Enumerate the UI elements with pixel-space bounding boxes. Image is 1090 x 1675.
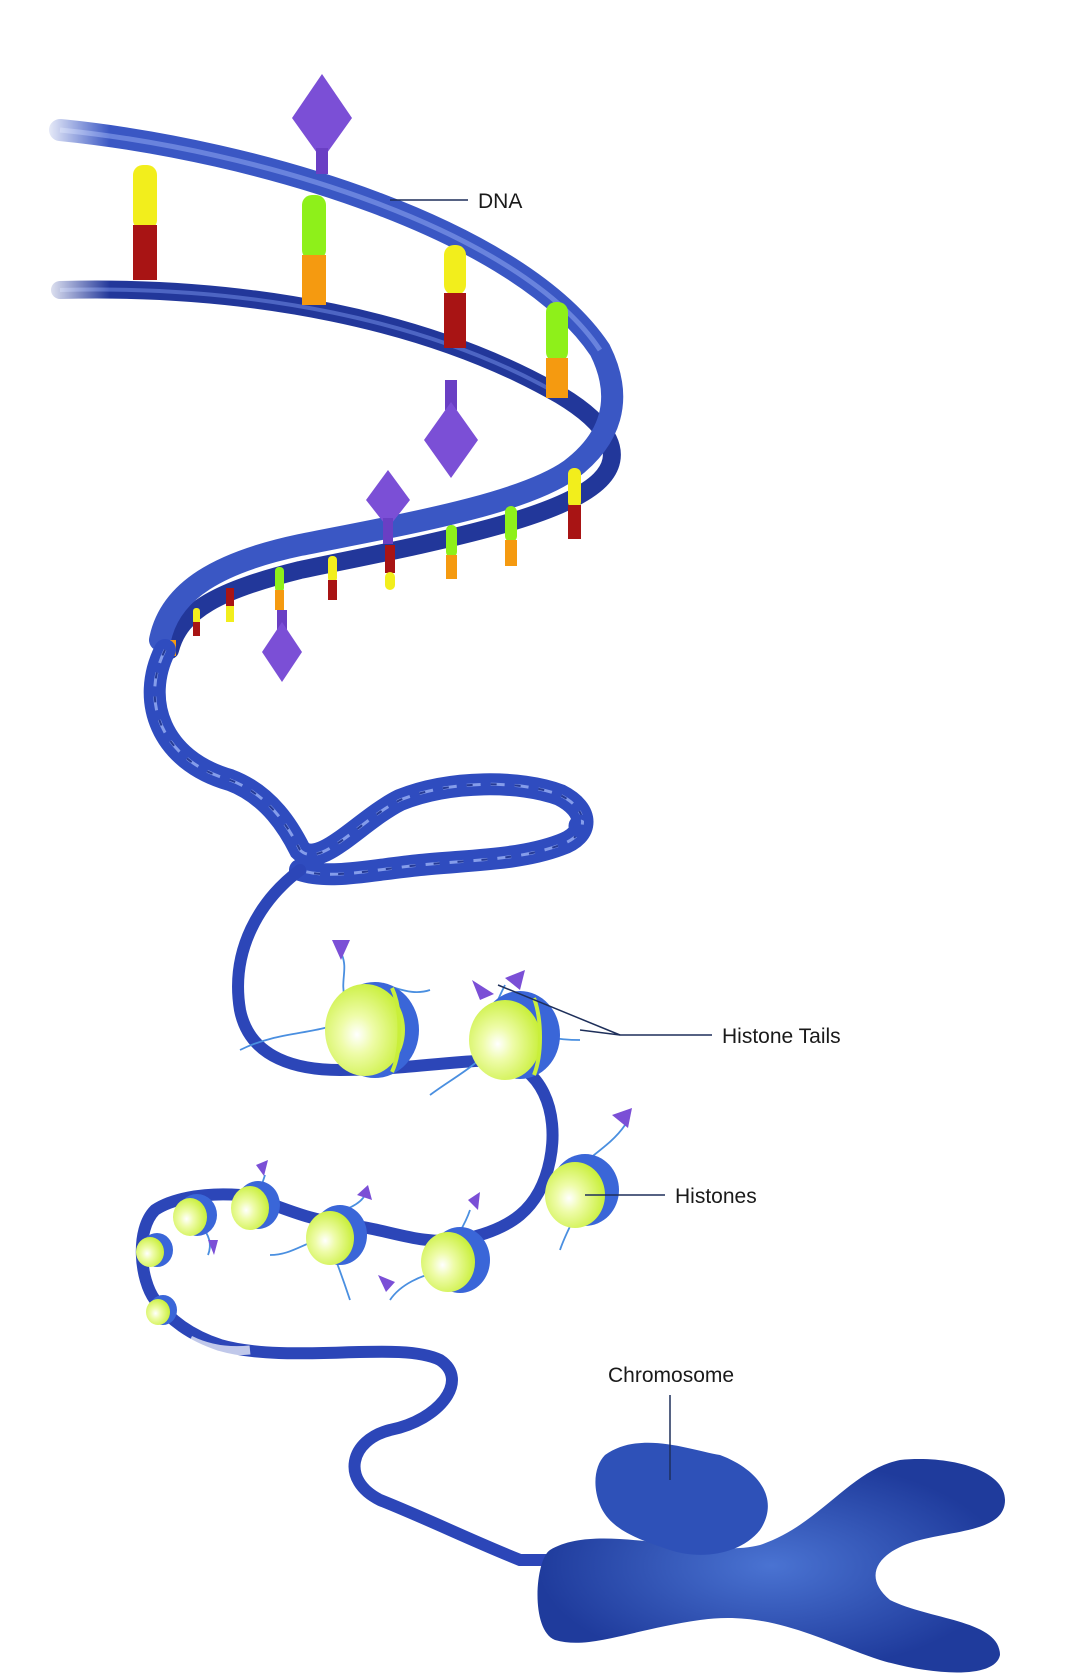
base-pair (275, 567, 284, 610)
label-dna: DNA (478, 190, 522, 213)
callout-histones: Histones (585, 1185, 757, 1208)
tail-tag-icon (208, 1240, 218, 1255)
tail-tags (208, 940, 632, 1292)
base-pair (328, 556, 337, 600)
methyl-tag-icon (262, 610, 302, 682)
dna-helix (40, 74, 624, 682)
label-histone-tails: Histone Tails (722, 1025, 841, 1048)
histone (469, 991, 560, 1080)
methyl-tag-icon (366, 470, 410, 544)
tail-tag-icon (357, 1185, 372, 1200)
base-pair (133, 165, 157, 280)
label-histones: Histones (675, 1185, 757, 1208)
base-pair (193, 608, 200, 636)
base-pair (302, 195, 326, 305)
tail-tag-icon (256, 1160, 268, 1176)
methyl-tags (262, 74, 478, 682)
base-pair (546, 302, 568, 398)
histone (231, 1181, 280, 1230)
methyl-tag-icon (292, 74, 352, 174)
base-pair (568, 468, 581, 539)
histone (173, 1194, 217, 1236)
histone (136, 1233, 173, 1267)
histone (545, 1154, 619, 1228)
base-pair (226, 588, 234, 622)
base-pair (446, 525, 457, 579)
base-pair (444, 245, 466, 348)
tail-tag-icon (332, 940, 350, 960)
label-chromosome: Chromosome (608, 1364, 734, 1387)
tail-tag-icon (468, 1192, 480, 1210)
base-pair (385, 545, 395, 590)
callout-histone-tails: Histone Tails (497, 984, 841, 1048)
leader-line (579, 1029, 621, 1036)
tail-tag-icon (378, 1275, 395, 1292)
histone (306, 1205, 367, 1265)
tail-tag-icon (505, 970, 525, 990)
histone (325, 982, 419, 1078)
coil-strand (143, 639, 594, 886)
chromatin-fiber (135, 864, 632, 1566)
callout-chromosome: Chromosome (608, 1364, 734, 1480)
chromosome-shape (537, 1442, 1005, 1673)
histone (421, 1227, 490, 1293)
leader-line (497, 984, 621, 1036)
tail-tag-icon (472, 980, 494, 1000)
base-pair (505, 506, 517, 566)
coiled-dna (143, 639, 594, 886)
callout-dna: DNA (390, 190, 522, 213)
tail-tag-icon (612, 1108, 632, 1128)
base-pairs (133, 165, 581, 656)
methyl-tag-icon (424, 380, 478, 478)
histone (146, 1295, 177, 1325)
